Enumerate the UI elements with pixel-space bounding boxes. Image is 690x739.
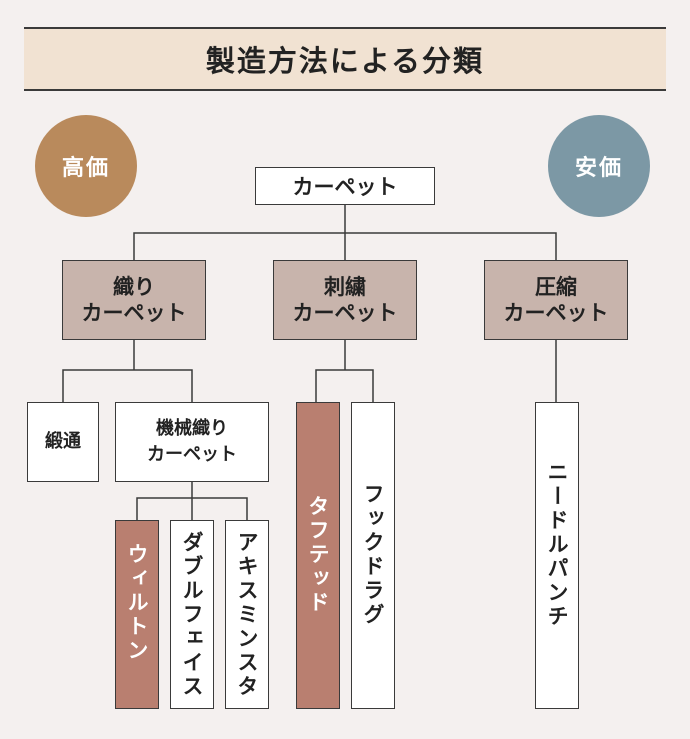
leaf-axminster-label: アキスミンスタ <box>235 531 259 699</box>
leaf-axminster: アキスミンスタ <box>225 520 269 709</box>
badge-expensive: 高価 <box>35 115 137 217</box>
leaf-double-face-label: ダブルフェイス <box>180 531 204 699</box>
node-compressed-line1: 圧縮 <box>535 275 577 299</box>
connector-woven-bus <box>62 369 193 402</box>
node-compressed-line2: カーペット <box>503 301 609 325</box>
node-machine-woven: 機械織り カーペット <box>115 402 269 482</box>
leaf-needle-punch: ニードルパンチ <box>535 402 579 709</box>
leaf-double-face: ダブルフェイス <box>170 520 214 709</box>
leaf-wilton-label: ウィルトン <box>125 543 149 663</box>
node-carpet: カーペット <box>255 167 435 205</box>
leaf-wilton: ウィルトン <box>115 520 159 709</box>
node-embroidered-line1: 刺繍 <box>324 275 366 299</box>
node-dantsu: 緞通 <box>27 402 99 482</box>
node-embroidered-line2: カーペット <box>292 301 398 325</box>
badge-cheap: 安価 <box>548 115 650 217</box>
node-machine-line1: 機械織り <box>156 418 228 439</box>
leaf-hook-drag: フックドラグ <box>351 402 395 709</box>
connector-root-bus <box>133 232 557 260</box>
page-title: 製造方法による分類 <box>24 27 666 91</box>
node-woven-line2: カーペット <box>81 301 187 325</box>
leaf-needle-punch-label: ニードルパンチ <box>545 461 569 629</box>
node-woven-line1: 織り <box>113 275 155 299</box>
node-machine-line2: カーペット <box>147 444 237 465</box>
node-compressed-carpet: 圧縮 カーペット <box>484 260 628 340</box>
leaf-hook-drag-label: フックドラグ <box>361 483 385 627</box>
node-woven-carpet: 織り カーペット <box>62 260 206 340</box>
node-embroidered-carpet: 刺繍 カーペット <box>273 260 417 340</box>
connector-embroidered-bus <box>315 369 374 402</box>
leaf-tufted-label: タフテッド <box>306 495 330 615</box>
leaf-tufted: タフテッド <box>296 402 340 709</box>
